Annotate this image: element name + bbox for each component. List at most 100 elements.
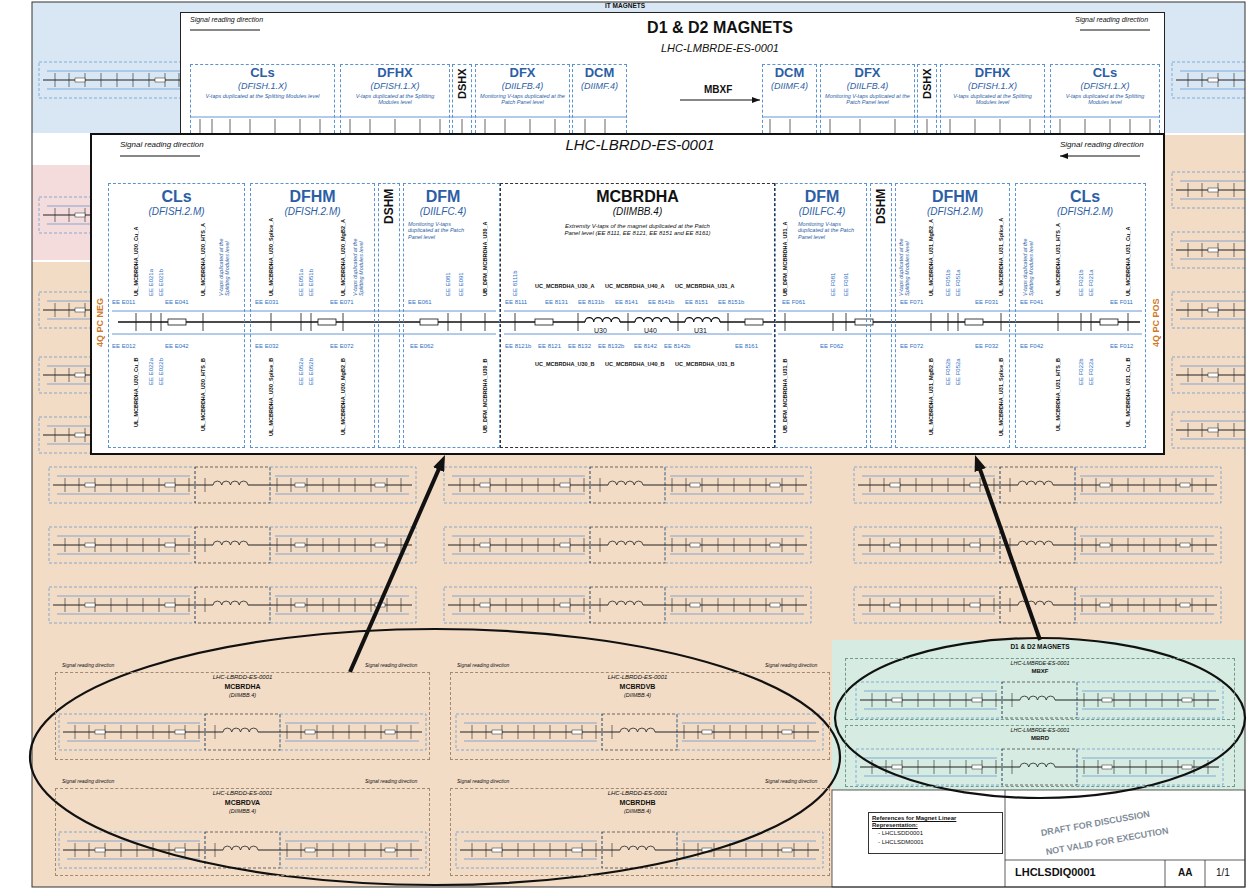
node-text: Monitoring V-taps duplicated at the Patc…: [480, 93, 565, 106]
annotation: Signal reading direction: [1060, 140, 1144, 149]
conductor-segments: [168, 319, 1118, 325]
ee-channel-label: EE F061: [782, 299, 805, 306]
ee-channel-label: EE F052a: [955, 358, 962, 385]
node-text: - LHCLSDM0001: [878, 839, 924, 846]
section-box: DFHX(DFISH.1.X)V-taps duplicated at the …: [340, 64, 450, 133]
mini-schematic: [444, 467, 811, 503]
annotation: Signal reading direction: [457, 779, 509, 785]
node-heading: DSHX: [921, 68, 934, 99]
node-heading: DCM: [572, 66, 627, 81]
voltage-tap-name: UC_MCBRDHA_U40_A: [605, 283, 665, 289]
d1-d2-panel-ground: [180, 12, 1165, 133]
annotation: 4Q PC NEG: [95, 298, 105, 347]
ee-channel-label: EE F051b: [945, 269, 952, 296]
node-text: MCBRDHB: [595, 799, 680, 807]
mini-schematic: [1172, 62, 1245, 98]
annotation: Signal reading direction: [62, 663, 114, 669]
voltage-tap-name: UL_MCBRDHA_U31_MgB2_B: [928, 358, 934, 435]
voltage-tap-name: U30: [594, 327, 607, 335]
node-text: MCBRDVB: [595, 683, 680, 691]
node-heading: CLs: [1025, 188, 1145, 206]
node-heading: DFM: [403, 188, 483, 206]
d1-d2-vtap-lines: [190, 117, 1160, 118]
node-heading: CLs: [190, 66, 335, 81]
mini-schematic: [1172, 232, 1245, 268]
ee-channel-label: EE F021b: [1078, 269, 1085, 296]
node-heading: DFX: [820, 66, 915, 81]
node-heading: LHC-LBRDD-ES-0001: [190, 674, 295, 681]
section-box: CLs(DFISH.1.X)V-taps duplicated at the S…: [1050, 64, 1160, 133]
voltage-tap-name: UL_MCBRDHA_U30_HTS_A: [200, 223, 206, 296]
background-schematics: [39, 62, 1245, 623]
voltage-tap-name: UC_MCBRDHA_U30_B: [535, 361, 595, 367]
annotation: Signal reading direction: [365, 779, 417, 785]
node-text: Monitoring V-taps duplicated at the Patc…: [825, 93, 910, 106]
voltage-tap-name: UL_MCBRDHA_U30_Cu_B: [133, 358, 139, 427]
node-text: (DFISH.2.M): [250, 206, 375, 218]
node-heading: LHC-LMBRDE-ES-0001: [990, 660, 1090, 666]
annotation: MBXF: [704, 84, 732, 96]
zoom-arrow: [978, 463, 1040, 640]
ee-channel-label: EE E022a: [148, 358, 155, 385]
node-text: (DIILFC.4): [782, 206, 862, 218]
zoom-panel-ground: [90, 133, 1165, 455]
ee-channel-label: EE F091: [843, 273, 850, 296]
mini-diagram: LHC-LBRDD-ES-0001MCBRDVA(DIIMBB.4): [55, 788, 430, 876]
ee-channel-label: EE E062: [410, 343, 434, 350]
node-text: V-taps duplicated at the Splitting Modul…: [200, 93, 325, 99]
node-heading: DFHX: [340, 66, 450, 81]
ee-channel-label: EE E032: [255, 343, 279, 350]
voltage-tap-name: UL_MCBRDHA_U31_Splice_A: [998, 218, 1004, 296]
node-heading: CLs: [108, 188, 245, 206]
title-block: [832, 790, 1245, 887]
vtap-wires: [136, 313, 1128, 331]
ee-channel-label: EE 8111b: [512, 271, 519, 296]
section-box: DSHX: [452, 64, 472, 133]
ee-channel-label: EE 8121b: [505, 343, 531, 350]
annotation: Signal reading direction: [120, 140, 204, 149]
annotation: LHCLSDIQ0001: [1015, 866, 1096, 879]
node-heading: IT MAGNETS: [580, 2, 670, 9]
voltage-tap-name: UL_MCBRDHA_U31_MgB2_A: [928, 219, 934, 296]
section-box: DFHM(DFISH.2.M): [895, 183, 1010, 448]
node-text: V-taps duplicated at the Splitting Modul…: [945, 93, 1040, 106]
voltage-tap-name: UB_DFM_MCBRDHA_U30_A: [482, 221, 488, 296]
voltage-tap-name: UL_MCBRDHA_U31_Cu_B: [1125, 358, 1131, 427]
direction-arrows: [120, 156, 1140, 157]
node-text: (DFISH.1.X): [1050, 81, 1160, 91]
node-text: (DIILFB.4): [820, 81, 915, 91]
mini-schematic: [444, 587, 811, 623]
node-text: Monitoring V-taps duplicated at the Patc…: [408, 221, 470, 240]
voltage-tap-name: UB_DFM_MCBRDHA_U31_A: [782, 221, 788, 296]
pink-region: [32, 165, 90, 260]
section-box: DSHX: [917, 64, 937, 133]
node-text: (DIIMBB.4): [200, 808, 285, 814]
mini-schematic: [1172, 172, 1245, 208]
node-heading: LHC-LBRDD-ES-0001: [540, 136, 740, 153]
node-text: Extremity V-taps of the magnet duplicate…: [560, 223, 715, 237]
node-heading: DSHX: [456, 68, 469, 99]
ee-channel-label: EE 8151: [685, 299, 708, 306]
annotation: Signal reading direction: [365, 663, 417, 669]
mini-diagram: LHC-LBRDD-ES-0001MCBRDHA(DIIMBB.4): [55, 672, 430, 760]
node-text: (DIIMBB.4): [200, 692, 285, 698]
mini-diagram: LHC-LMBRDE-ES-0001MBRD: [845, 725, 1235, 787]
section-box: CLs(DFISH.2.M): [108, 183, 245, 448]
ee-channel-label: EE F051a: [955, 269, 962, 296]
voltage-tap-name: UL_MCBRDHA_U30_Cu_A: [133, 227, 139, 296]
ee-channel-label: EE 8131: [545, 299, 568, 306]
mini-schematic: [1172, 292, 1245, 328]
node-text: (DFISH.2.M): [1025, 206, 1145, 218]
node-text: MBRD: [1005, 735, 1075, 742]
node-text: (DIIMBB.4): [595, 692, 680, 698]
node-text: (DFISH.2.M): [108, 206, 245, 218]
d1-d2-vtap-wires: [200, 119, 1150, 133]
ee-channel-label: EE E072: [330, 343, 354, 350]
node-text: (DIILFC.4): [403, 206, 483, 218]
mini-schematic: [444, 527, 811, 563]
ee-channel-label: EE F042: [1020, 343, 1043, 350]
mini-schematic: [854, 527, 1221, 563]
node-text: (DIIMBB.4): [595, 808, 680, 814]
